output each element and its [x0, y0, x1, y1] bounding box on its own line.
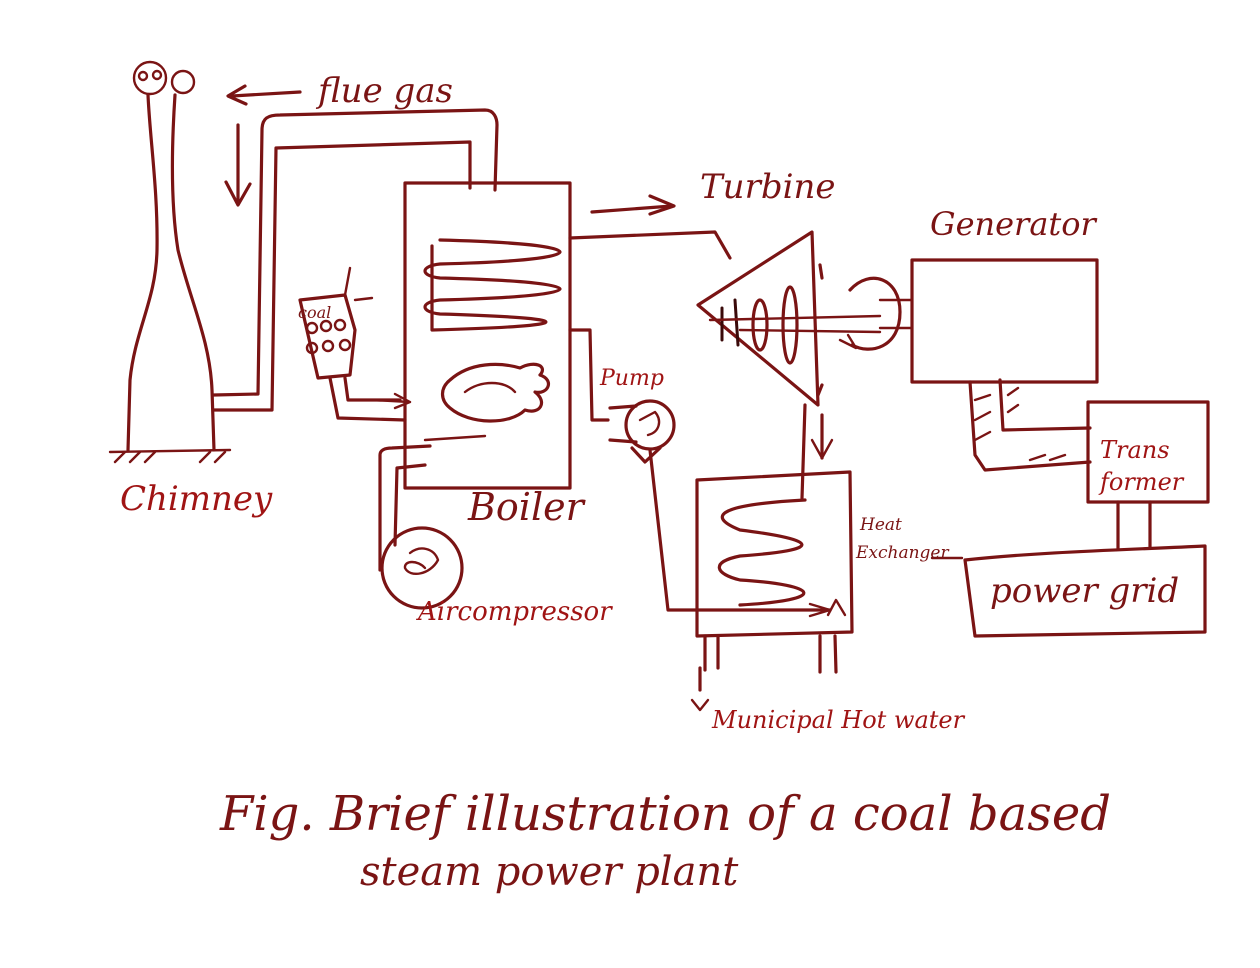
- generator-box: [910, 258, 1099, 384]
- pump-label: Pump: [599, 366, 664, 391]
- turbine: [696, 230, 902, 500]
- heat-exchanger: [690, 470, 854, 712]
- turbine-label: Turbine: [700, 167, 836, 207]
- flame-icon: [440, 362, 551, 423]
- generator-label: Generator: [930, 205, 1098, 243]
- transformer-label-line1: Trans: [1100, 436, 1170, 464]
- power-grid: [930, 544, 1207, 638]
- generator: [878, 258, 1099, 472]
- flue-gas-duct: [212, 84, 499, 412]
- flue-gas-arrow: [230, 90, 302, 98]
- caption-line-2: steam power plant: [360, 849, 739, 895]
- caption-line-1: Fig. Brief illustration of a coal based: [219, 786, 1111, 842]
- transformer-label-line2: former: [1098, 468, 1185, 496]
- transformer: [1086, 400, 1210, 550]
- boiler-shell: [403, 181, 572, 490]
- boiler: [403, 181, 732, 490]
- flue-gas-label: flue gas: [315, 71, 453, 111]
- air-compressor: [378, 434, 487, 610]
- heat-exchanger-label: Heat: [859, 515, 902, 535]
- coal-label: coal: [298, 303, 331, 322]
- rotation-icon: [848, 276, 902, 351]
- air-compressor-label: Aircompressor: [416, 597, 613, 627]
- coal-hopper: [298, 266, 412, 422]
- chimney: [108, 60, 232, 464]
- chimney-label: Chimney: [120, 479, 273, 519]
- pump: [608, 399, 832, 618]
- boiler-label: Boiler: [467, 485, 587, 529]
- smoke-puff: [170, 69, 196, 95]
- power-grid-box: [963, 544, 1207, 638]
- municipal-hot-water-label: Municipal Hot water: [711, 706, 966, 734]
- heat-exchanger-box: [695, 470, 854, 638]
- smoke-puff: [132, 60, 168, 96]
- transformer-box: [1086, 400, 1210, 504]
- heat-exchanger-label-line2: Exchanger: [855, 543, 949, 563]
- power-grid-label: power grid: [990, 571, 1179, 611]
